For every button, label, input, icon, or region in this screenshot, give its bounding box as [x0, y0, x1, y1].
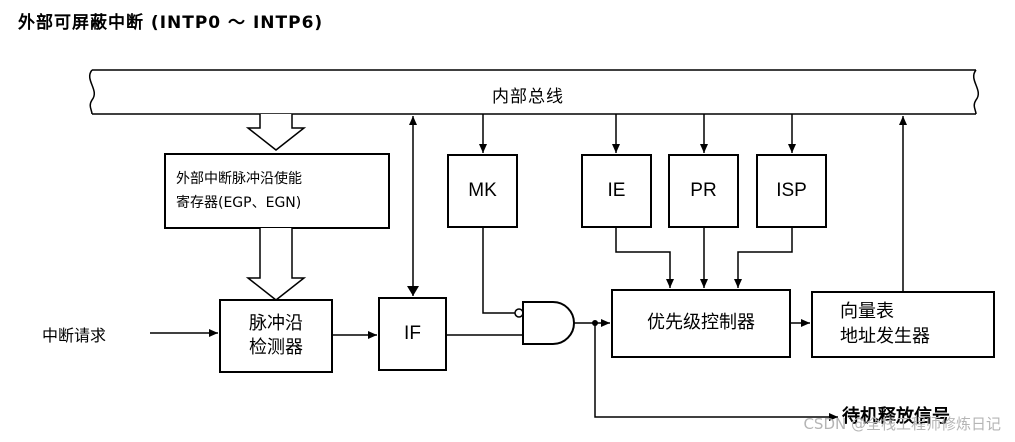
gate-inverter-bubble [514, 308, 524, 318]
flags-to-controller-lines [615, 227, 793, 288]
and-gate [522, 301, 575, 345]
mk-box [447, 154, 518, 228]
if-box [378, 297, 447, 371]
bus-to-egp-arrow [245, 114, 307, 151]
egp-to-detector-arrow [245, 228, 307, 301]
mk-to-gate-line [482, 227, 515, 314]
diagram-title: 外部可屏蔽中断 (INTP0 ～ INTP6) [18, 13, 324, 33]
csdn-watermark: CSDN @全栈工程师修炼日记 [803, 415, 1001, 433]
internal-bus-label: 内部总线 [492, 87, 564, 107]
internal-bus [89, 69, 979, 115]
standby-release-label: 待机释放信号 [842, 406, 950, 427]
standby-release-line [594, 323, 838, 421]
edge-detector-box [219, 299, 333, 373]
vector-generator-box [811, 291, 995, 358]
egp-register-box [164, 153, 390, 229]
isp-box [756, 154, 827, 228]
priority-controller-box [611, 289, 791, 358]
ie-box [581, 154, 652, 228]
interrupt-request-label: 中断请求 [42, 326, 107, 345]
pr-box [668, 154, 739, 228]
